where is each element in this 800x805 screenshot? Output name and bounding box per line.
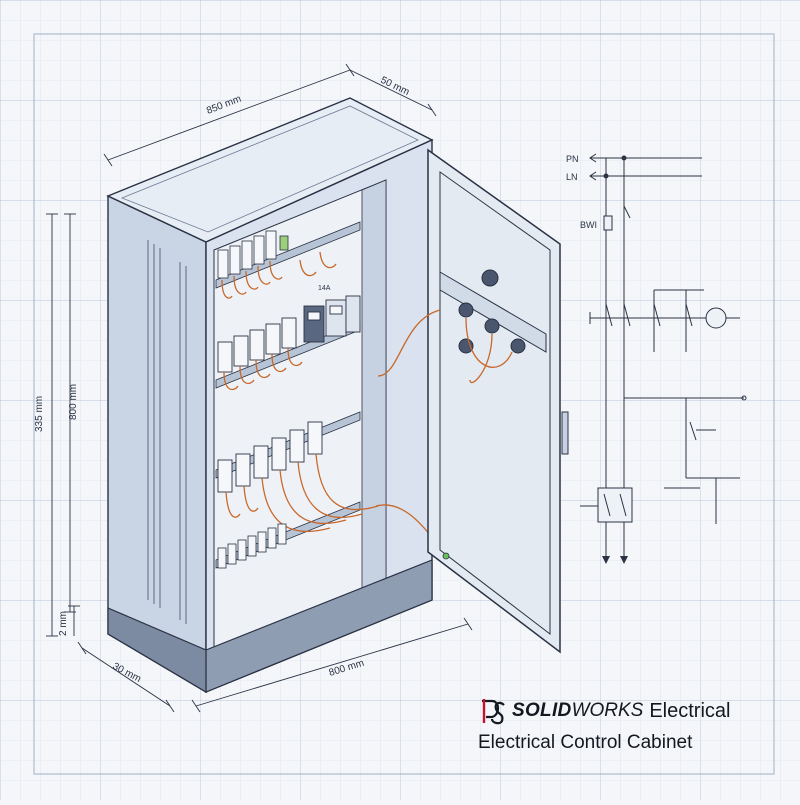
- door-ground-lug: [442, 552, 450, 560]
- schematic-pn-label: PN: [566, 154, 579, 164]
- breaker-row-2: [217, 317, 297, 373]
- drawing-title: Electrical Control Cabinet: [478, 732, 693, 753]
- door-wiring: [377, 309, 513, 384]
- terminal-block-row-1: [217, 230, 289, 279]
- dim-plinth-height: 2 mm: [58, 611, 69, 636]
- dimension-ticks: [46, 63, 473, 713]
- schematic-arrows: [602, 556, 628, 564]
- door-gasket: [439, 171, 551, 636]
- wiring-row-2: [223, 347, 303, 391]
- side-vents: [147, 240, 187, 624]
- solidworks-ds-logo-icon: [482, 699, 505, 725]
- schematic-ln-label: LN: [566, 172, 578, 182]
- door-devices: [458, 269, 526, 354]
- brand-works-text: WORKS: [571, 700, 644, 721]
- drawing-frame: [33, 33, 775, 775]
- cabinet: [106, 97, 434, 694]
- cabinet-inner-post: [361, 179, 387, 605]
- schematic: [580, 153, 747, 560]
- schematic-breaker-label: BWI: [580, 220, 597, 230]
- door-panel[interactable]: [427, 148, 561, 654]
- breaker-row-3: [217, 421, 323, 493]
- dim-outer-height: 335 mm: [34, 396, 45, 432]
- brand-product-text: Electrical: [649, 699, 731, 722]
- cabinet-top-inner: [120, 105, 419, 233]
- terminal-block-row-4: [217, 523, 287, 569]
- cabinet-plinth-side: [107, 607, 207, 694]
- schematic-switches: [603, 205, 697, 517]
- door-handle[interactable]: [561, 411, 569, 455]
- brand-lockup: SOLID WORKS Electrical: [478, 696, 778, 726]
- door-bracket: [439, 271, 547, 353]
- brand-solid-text: SOLID: [512, 700, 572, 721]
- cabinet-door[interactable]: [377, 148, 569, 654]
- contactors: [303, 295, 361, 343]
- dimensions: [51, 69, 469, 707]
- dim-inner-height: 800 mm: [68, 384, 79, 420]
- rail-tag: 14A: [318, 285, 331, 292]
- wiring-row-1: [221, 251, 337, 299]
